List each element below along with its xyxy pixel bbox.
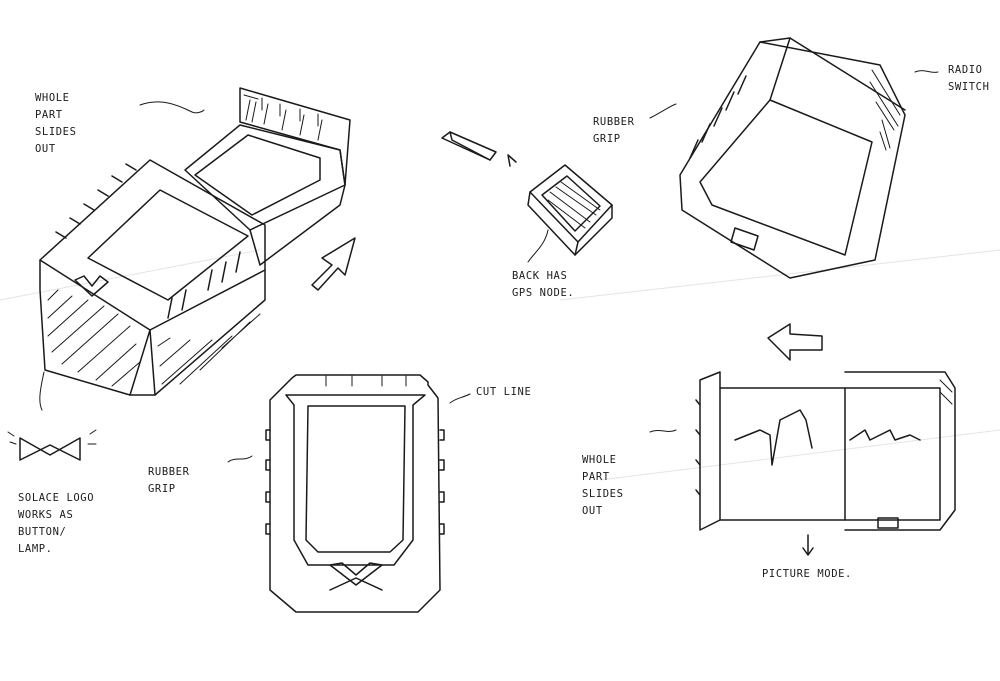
rubber-grip-bottom-note: RUBBER GRIP [148,466,190,495]
whole-part-slides-out-right-note: WHOLE PART SLIDES OUT [582,454,624,517]
gps-node-sketch [441,131,613,263]
leader-lines [39,70,939,463]
front-view-sketch [265,374,445,613]
slide-arrow-icon [311,237,356,291]
rubber-grip-top-note: RUBBER GRIP [593,116,635,145]
cut-line-note: CUT LINE [476,386,532,398]
picture-mode-sketch [695,371,956,556]
whole-part-slides-out-top-note: WHOLE PART SLIDES OUT [35,92,77,155]
radio-device-sketch [679,37,906,279]
left-arrow-icon [767,323,823,361]
construction-lines [0,249,1000,481]
back-gps-node-note: BACK HAS GPS NODE. [512,270,575,299]
sliding-device-sketch [39,87,351,396]
solace-logo-icon [7,429,97,461]
picture-mode-note: PICTURE MODE. [762,568,852,580]
solace-logo-note: SOLACE LOGO WORKS AS BUTTON/ LAMP. [18,492,95,555]
radio-switch-note: RADIO SWITCH [948,64,990,93]
